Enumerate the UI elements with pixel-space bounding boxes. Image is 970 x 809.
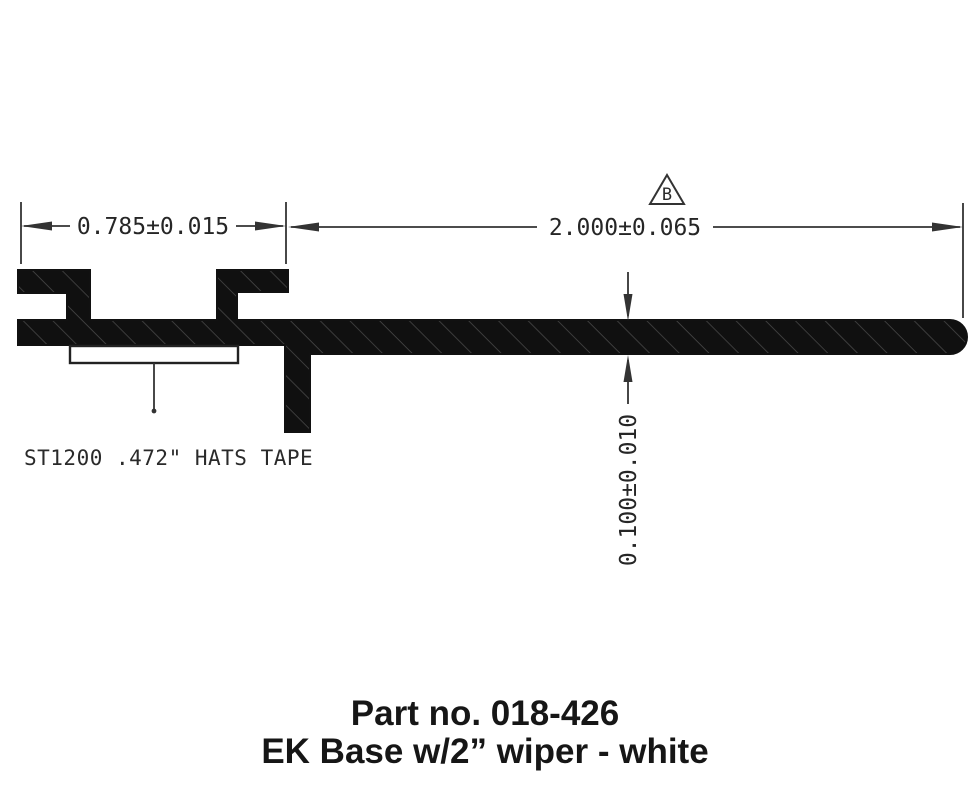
arrowhead-blade-right bbox=[932, 222, 963, 232]
arrowhead-blade-left bbox=[288, 222, 319, 232]
arrowhead-thickness-down bbox=[623, 294, 633, 321]
arrowhead-thickness-up bbox=[623, 355, 633, 382]
thickness-dimension-text: 0.100±0.010 bbox=[616, 413, 642, 567]
part-description-text: EK Base w/2” wiper - white bbox=[261, 732, 709, 771]
blade-length-dimension-text: 2.000±0.065 bbox=[548, 215, 702, 241]
base-width-dimension-text: 0.785±0.015 bbox=[76, 214, 230, 240]
datum-triangle-icon bbox=[648, 173, 686, 205]
datum-label: B bbox=[661, 185, 673, 205]
tape-callout-text: ST1200 .472" HATS TAPE bbox=[24, 446, 314, 470]
tape-leader-dot bbox=[151, 408, 157, 414]
arrowhead-base-right bbox=[255, 221, 286, 231]
part-number-text: Part no. 018-426 bbox=[350, 694, 620, 733]
profile-cross-section bbox=[17, 269, 969, 433]
tape-outline bbox=[68, 344, 240, 365]
arrowhead-base-left bbox=[21, 221, 52, 231]
